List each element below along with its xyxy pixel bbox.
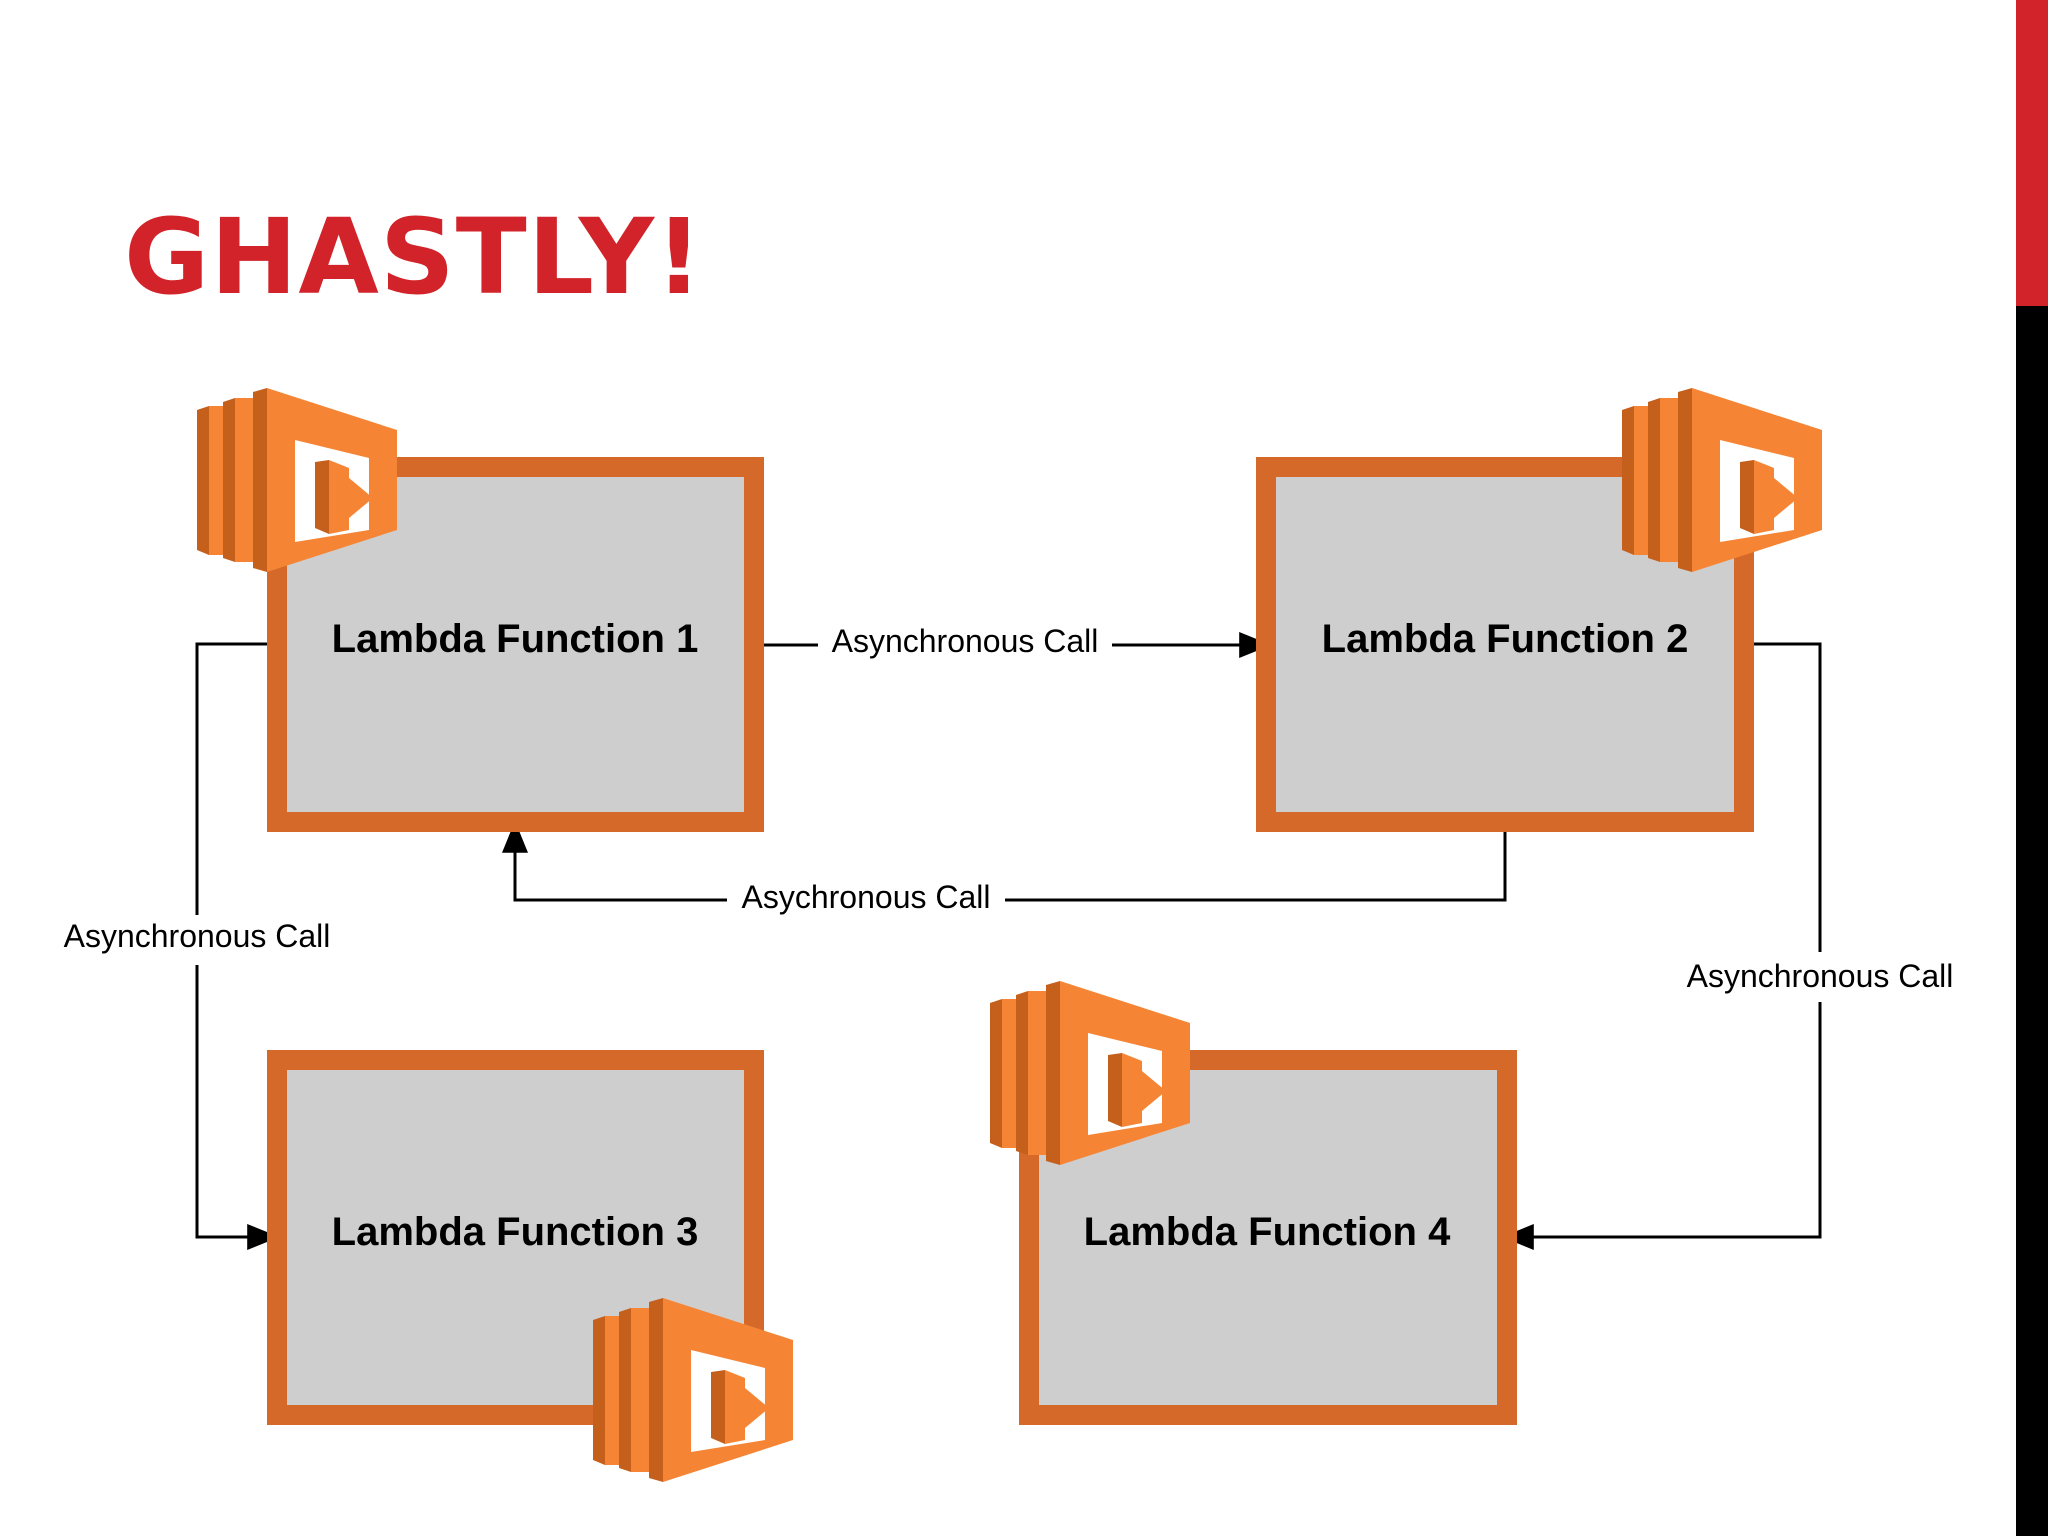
lambda-function-label: Lambda Function 3 [332, 1210, 699, 1254]
lambda-function-label: Lambda Function 4 [1084, 1210, 1451, 1254]
edge-lf2-lf1: Asychronous Call [502, 820, 1507, 915]
node-lf2: Lambda Function 2 [1256, 457, 1754, 832]
accent-bar-red [2016, 0, 2048, 306]
edge-lf2-lf4: Asynchronous Call [1501, 642, 1954, 1250]
edges: Asynchronous Call Asychronous Call Async… [64, 623, 1954, 1250]
edge-label-lf2-lf4: Asynchronous Call [1687, 958, 1954, 994]
edge-lf1-lf3: Asynchronous Call [64, 642, 331, 1250]
aws-lambda-icon [1622, 388, 1822, 572]
slide-title: GHASTLY! [124, 196, 704, 318]
lambda-function-label: Lambda Function 1 [332, 617, 699, 661]
edge-lf1-lf2: Asynchronous Call [752, 623, 1272, 659]
edge-label-lf1-lf3: Asynchronous Call [64, 918, 331, 954]
lambda-function-label: Lambda Function 2 [1322, 617, 1689, 661]
edge-label-lf1-lf2: Asynchronous Call [832, 623, 1099, 659]
accent-bar-black [2016, 306, 2048, 1536]
edge-label-lf2-lf1: Asychronous Call [742, 879, 991, 915]
